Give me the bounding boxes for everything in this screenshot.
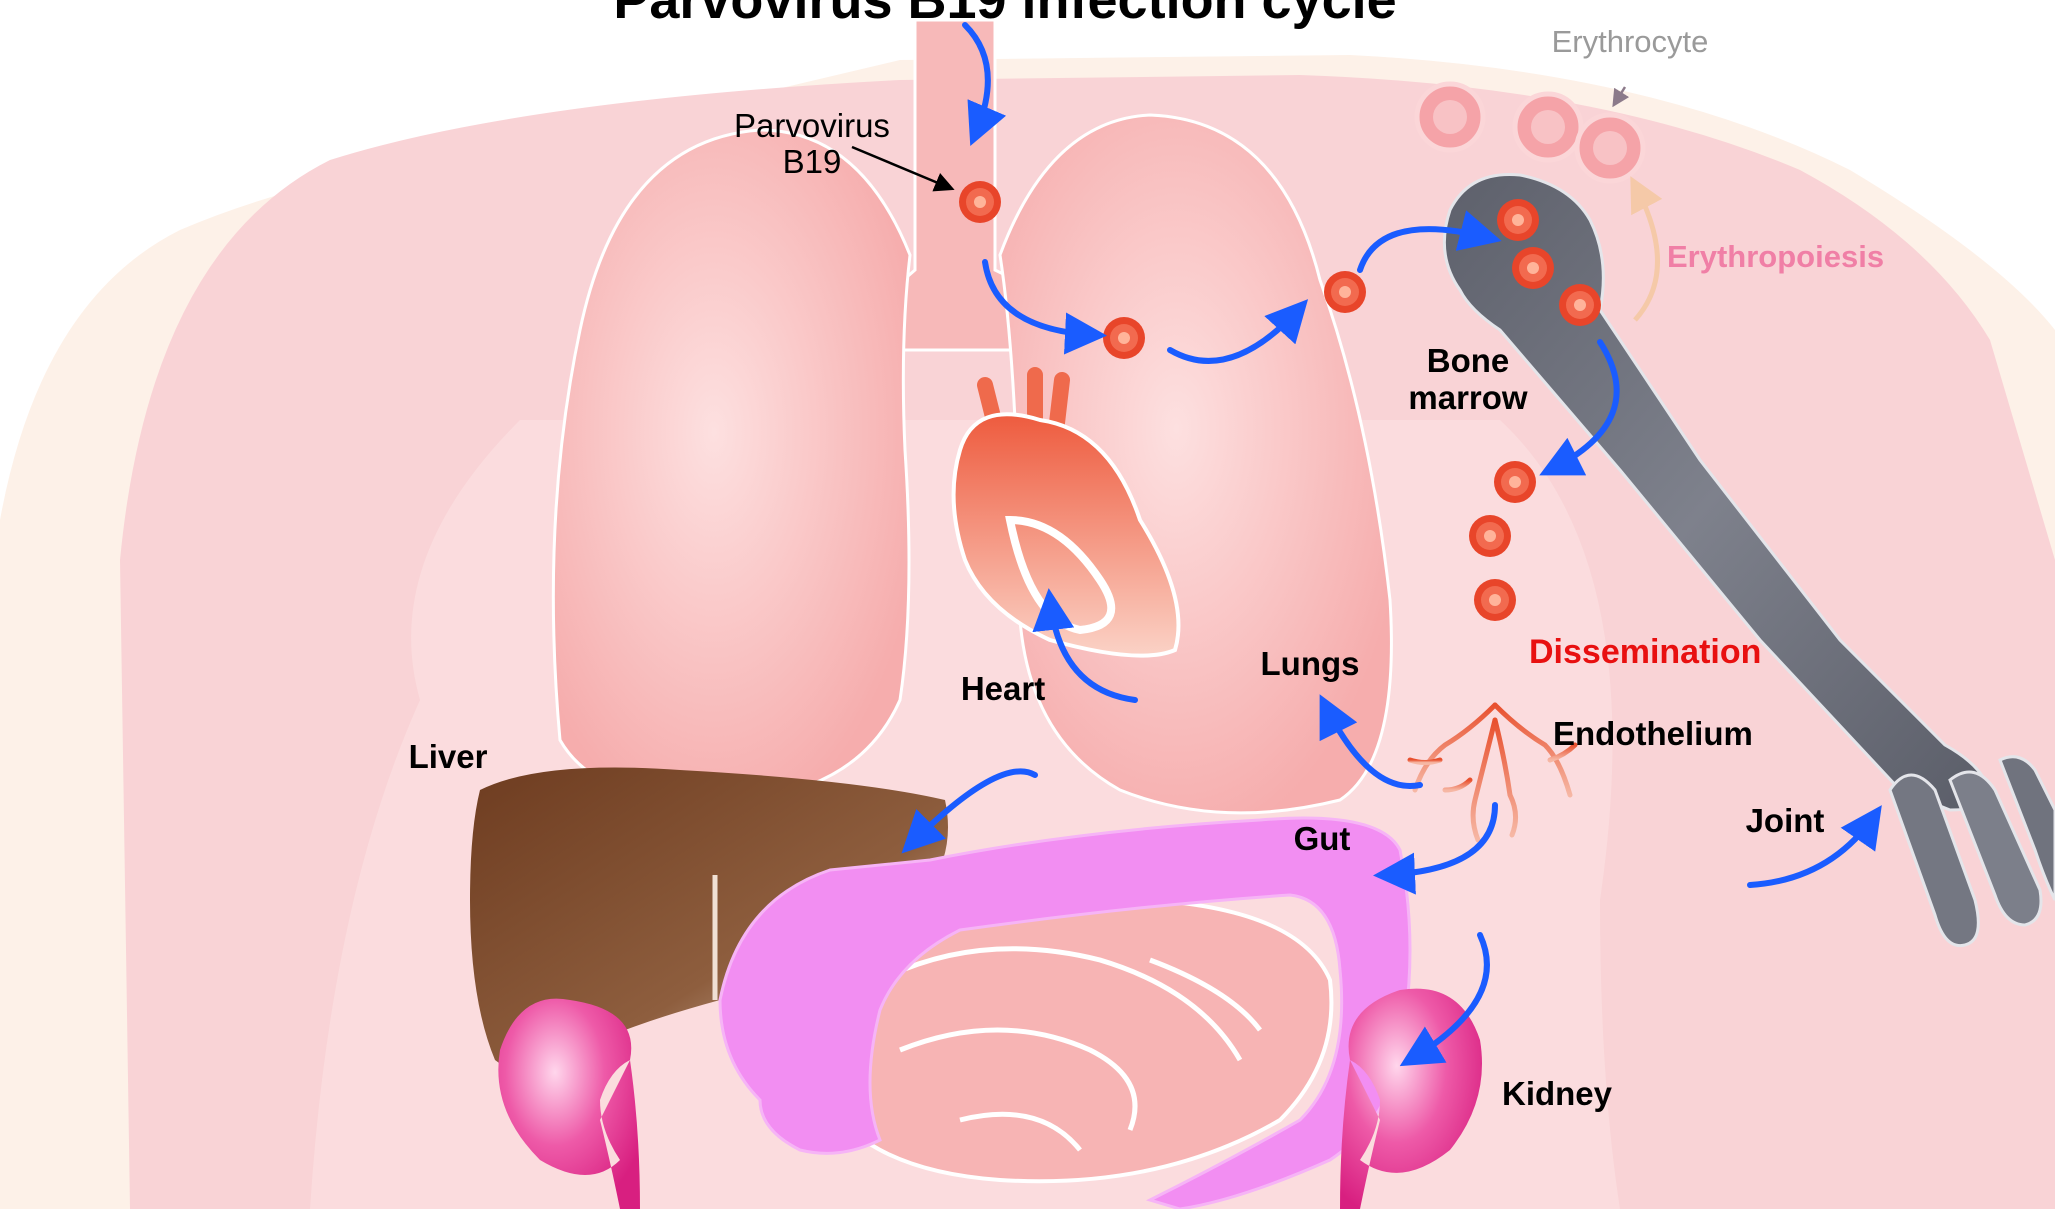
erythropoiesis-label: Erythropoiesis: [1667, 239, 1884, 274]
virus-particle: [1559, 284, 1601, 326]
bone-marrow-label-line2: marrow: [1408, 379, 1528, 416]
virus-particle: [1474, 579, 1516, 621]
joint-label: Joint: [1746, 802, 1825, 839]
virus-particle: [1103, 317, 1145, 359]
virus-particle: [1469, 515, 1511, 557]
virus-particle: [1494, 461, 1536, 503]
virus-particle: [959, 181, 1001, 223]
virus-label-line2: B19: [783, 143, 842, 180]
virus-label-line1: Parvovirus: [734, 107, 890, 144]
dissemination-label: Dissemination: [1529, 633, 1761, 671]
kidney-label: Kidney: [1502, 1075, 1613, 1112]
lungs-label: Lungs: [1261, 645, 1360, 682]
diagram-title: Parvovirus B19 infection cycle: [613, 0, 1396, 30]
virus-particle: [1512, 247, 1554, 289]
liver-label: Liver: [409, 738, 488, 775]
bone-marrow-label-line1: Bone: [1427, 342, 1510, 379]
heart-label: Heart: [961, 670, 1045, 707]
gut-label: Gut: [1294, 820, 1351, 857]
virus-particle: [1497, 199, 1539, 241]
virus-particle: [1324, 271, 1366, 313]
erythrocyte-label: Erythrocyte: [1552, 24, 1709, 59]
endothelium-label: Endothelium: [1553, 715, 1753, 752]
